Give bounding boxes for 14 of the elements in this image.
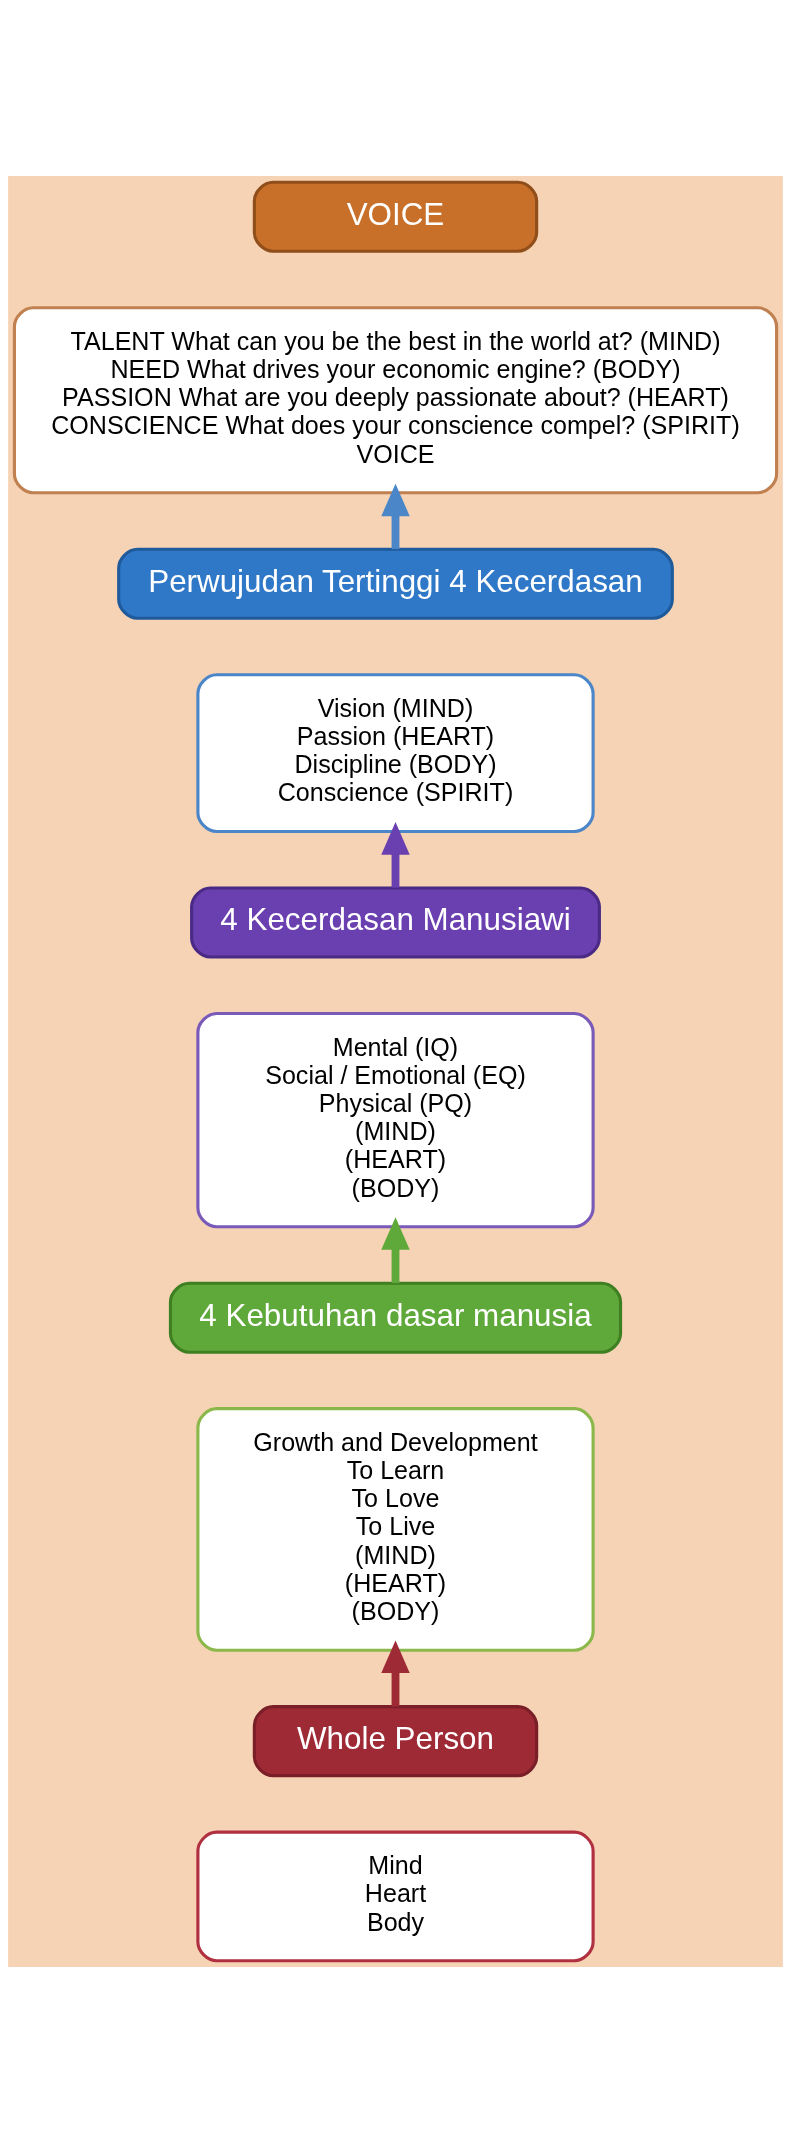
node-box: 4 Kecerdasan Manusiawi — [190, 885, 601, 959]
node-box: Perwujudan Tertinggi 4 Kecerdasan — [117, 547, 674, 620]
node-box: TALENT What can you be the best in the world at? (MIND) NEED What drives your economic engine? (BODY) PASSION What are you deeply passionate about? (HEART) CONSCIENCE What does your conscience compel? (SPIRIT) VOICE — [12, 305, 779, 494]
node-box: Mental (IQ) Social / Emotional (EQ) Physical (PQ) (MIND) (HEART) (BODY) — [196, 1011, 595, 1228]
node-box: Growth and Development To Learn To Love To Live (MIND) (HEART) (BODY) — [196, 1406, 595, 1652]
node-box: 4 Kebutuhan dasar manusia — [168, 1281, 623, 1354]
arrow — [381, 1639, 410, 1707]
node-box: VOICE — [252, 180, 539, 253]
node-box: Mind Heart Body — [196, 1830, 595, 1962]
node-box: Whole Person — [252, 1704, 539, 1777]
arrow — [381, 821, 410, 888]
arrow — [381, 483, 410, 549]
arrow — [381, 1216, 410, 1283]
node-box: Vision (MIND) Passion (HEART) Discipline (BODY) Conscience (SPIRIT) — [196, 672, 595, 833]
